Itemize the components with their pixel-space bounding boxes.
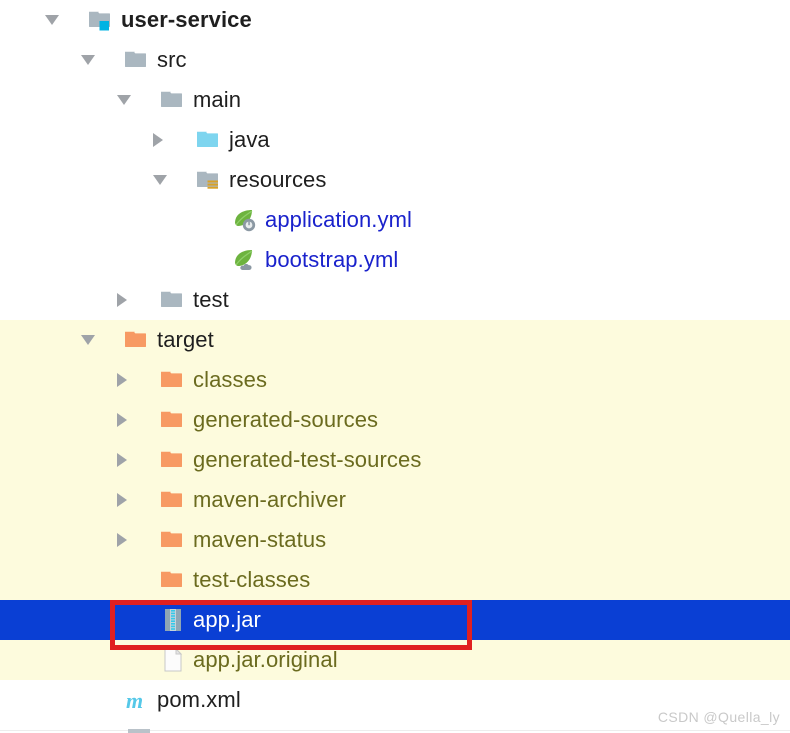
tree-row-test[interactable]: test — [0, 280, 790, 320]
tree-row-target[interactable]: target — [0, 320, 790, 360]
tree-row-label: app.jar.original — [193, 647, 338, 672]
tree-row-label: classes — [193, 367, 268, 392]
chevron-right-icon[interactable] — [117, 453, 127, 467]
tree-row-label: generated-sources — [193, 407, 379, 432]
chevron-right-icon[interactable] — [117, 413, 127, 427]
folder-orange-icon — [160, 567, 186, 593]
partial-row-indicator — [128, 729, 150, 733]
chevron-down-icon[interactable] — [117, 95, 131, 105]
chevron-down-icon[interactable] — [81, 335, 95, 345]
folder-gray-icon — [160, 87, 186, 113]
folder-orange-icon — [160, 447, 186, 473]
chevron-right-icon[interactable] — [117, 373, 127, 387]
tree-row-src[interactable]: src — [0, 40, 790, 80]
folder-orange-icon — [160, 407, 186, 433]
tree-row-app-jar-original[interactable]: app.jar.original — [0, 640, 790, 680]
tree-row-test-classes[interactable]: test-classes — [0, 560, 790, 600]
jar-archive-icon — [160, 607, 186, 633]
tree-row-label: src — [157, 47, 187, 72]
file-generic-icon — [160, 647, 186, 673]
chevron-down-icon[interactable] — [153, 175, 167, 185]
tree-row-maven-archiver[interactable]: maven-archiver — [0, 480, 790, 520]
tree-row-label: target — [157, 327, 214, 352]
chevron-down-icon[interactable] — [45, 15, 59, 25]
tree-row-user-service[interactable]: user-service — [0, 0, 790, 40]
tree-row-label: maven-archiver — [193, 487, 347, 512]
chevron-right-icon[interactable] — [117, 493, 127, 507]
svg-text:m: m — [126, 688, 143, 713]
tree-bottom-edge — [0, 729, 790, 733]
folder-orange-icon — [160, 527, 186, 553]
tree-row-main[interactable]: main — [0, 80, 790, 120]
folder-resources-icon — [196, 167, 222, 193]
folder-sources-icon — [196, 127, 222, 153]
folder-orange-icon — [124, 327, 150, 353]
folder-gray-icon — [124, 47, 150, 73]
tree-row-label: resources — [229, 167, 327, 192]
module-folder-icon — [88, 7, 114, 33]
tree-row-label: java — [229, 127, 270, 152]
chevron-right-icon[interactable] — [153, 133, 163, 147]
spring-cloud-icon — [232, 247, 258, 273]
chevron-down-icon[interactable] — [81, 55, 95, 65]
tree-row-label: generated-test-sources — [193, 447, 422, 472]
tree-row-label: test-classes — [193, 567, 311, 592]
tree-row-label: test — [193, 287, 229, 312]
folder-orange-icon — [160, 487, 186, 513]
tree-row-label: app.jar — [193, 607, 261, 632]
chevron-right-icon[interactable] — [117, 533, 127, 547]
tree-row-app-jar[interactable]: app.jar — [0, 600, 790, 640]
tree-row-generated-sources[interactable]: generated-sources — [0, 400, 790, 440]
tree-row-application-yml[interactable]: application.yml — [0, 200, 790, 240]
tree-row-bootstrap-yml[interactable]: bootstrap.yml — [0, 240, 790, 280]
watermark: CSDN @Quella_ly — [657, 709, 780, 725]
tree-row-pom-xml[interactable]: m pom.xml — [0, 680, 790, 720]
tree-row-maven-status[interactable]: maven-status — [0, 520, 790, 560]
tree-row-resources[interactable]: resources — [0, 160, 790, 200]
tree-row-classes[interactable]: classes — [0, 360, 790, 400]
tree-row-generated-test-sources[interactable]: generated-test-sources — [0, 440, 790, 480]
spring-config-icon — [232, 207, 258, 233]
tree-row-label: maven-status — [193, 527, 327, 552]
chevron-right-icon[interactable] — [117, 293, 127, 307]
maven-pom-icon: m — [124, 687, 150, 713]
tree-row-label: pom.xml — [157, 687, 241, 712]
tree-row-java[interactable]: java — [0, 120, 790, 160]
folder-orange-icon — [160, 367, 186, 393]
tree-row-label: main — [193, 87, 242, 112]
tree-row-label: bootstrap.yml — [265, 247, 399, 272]
tree-row-label: application.yml — [265, 207, 413, 232]
tree-row-label: user-service — [121, 7, 252, 32]
folder-gray-icon — [160, 287, 186, 313]
